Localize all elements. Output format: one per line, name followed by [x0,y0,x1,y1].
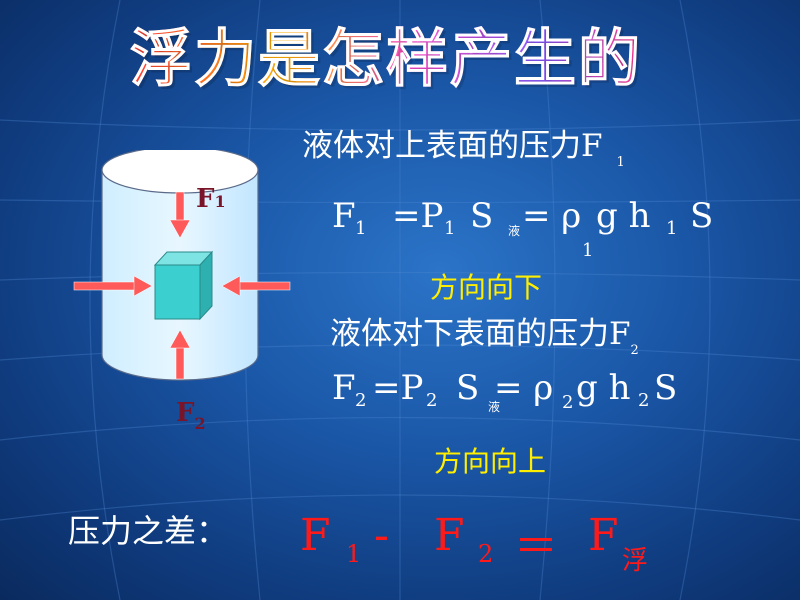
arrow-up-icon [169,329,191,380]
arrow-right-icon [73,275,153,297]
direction-down-text: 方向向下 [430,271,543,304]
buoyancy-diagram [73,150,291,381]
diagram-label-f2: F2 [176,398,206,433]
direction-up-text: 方向向上 [434,445,547,478]
arrow-down-icon [169,191,191,239]
pressure-difference-label: 压力之差： [68,512,229,550]
arrow-left-icon [221,275,291,297]
diagram-label-f1: F1 [196,184,226,214]
lower-surface-pressure-text: 液体对下表面的压力F2 [330,316,639,358]
slide-title: 浮力是怎样产生的 [129,8,642,98]
cube-shape [153,250,214,321]
